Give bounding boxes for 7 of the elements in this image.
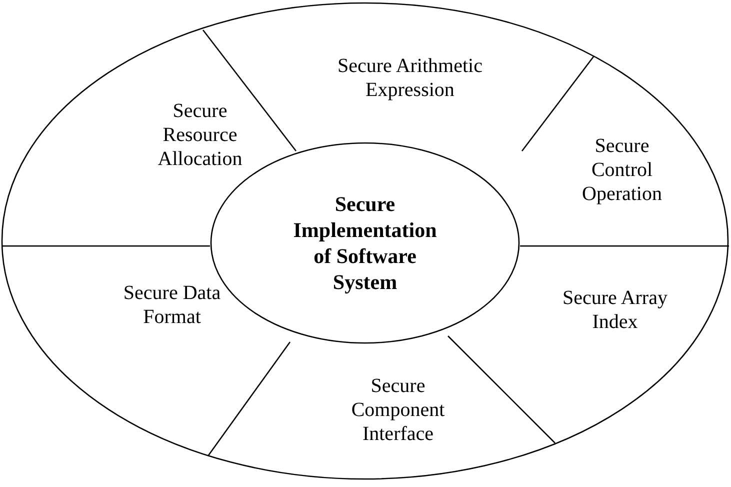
segment-text: Secure Component Interface — [346, 374, 450, 446]
segment-text: Secure Data Format — [112, 281, 232, 329]
segment-text: Secure Array Index — [555, 286, 675, 334]
segment-text: Secure Control Operation — [574, 134, 670, 206]
segment-text: Secure Arithmetic Expression — [320, 54, 500, 102]
segment-text: Secure Resource Allocation — [150, 99, 250, 171]
center-title: Secure Implementation of Software System — [292, 191, 438, 295]
